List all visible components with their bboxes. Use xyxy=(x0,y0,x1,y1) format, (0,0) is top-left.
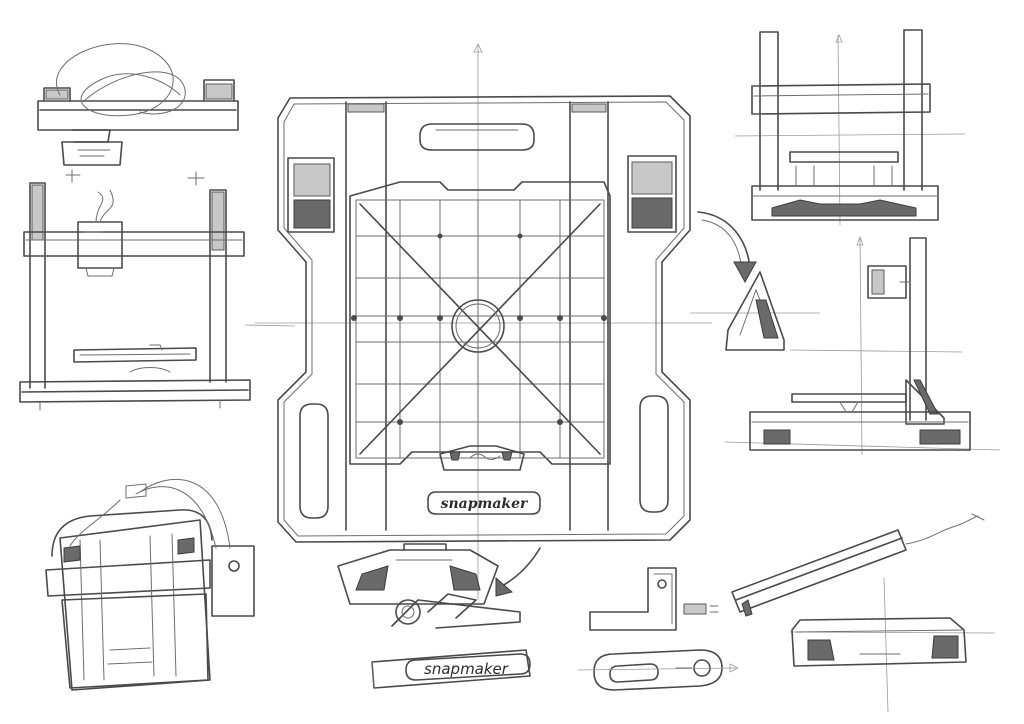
link-plate-sketch xyxy=(577,649,739,691)
l-bracket-sketch xyxy=(589,567,719,631)
mount-bracket-sketch xyxy=(337,543,541,629)
printer-perspective-sketch xyxy=(45,479,255,691)
arm-bracket-sketch xyxy=(697,211,785,351)
main-logo-text: snapmaker xyxy=(441,496,529,512)
base-part-sketch xyxy=(791,617,967,667)
logo-bar-sketch: snapmaker xyxy=(371,649,531,689)
build-plate-top-view-sketch: snapmaker xyxy=(277,95,691,543)
printer-side-view-sketch xyxy=(749,237,971,451)
construction-lines xyxy=(244,33,1001,713)
frame-front-view-sketch xyxy=(751,29,939,221)
printer-front-view-sketch xyxy=(19,43,251,411)
rail-sketch xyxy=(731,513,985,617)
bar-logo-text: snapmaker xyxy=(424,660,509,678)
